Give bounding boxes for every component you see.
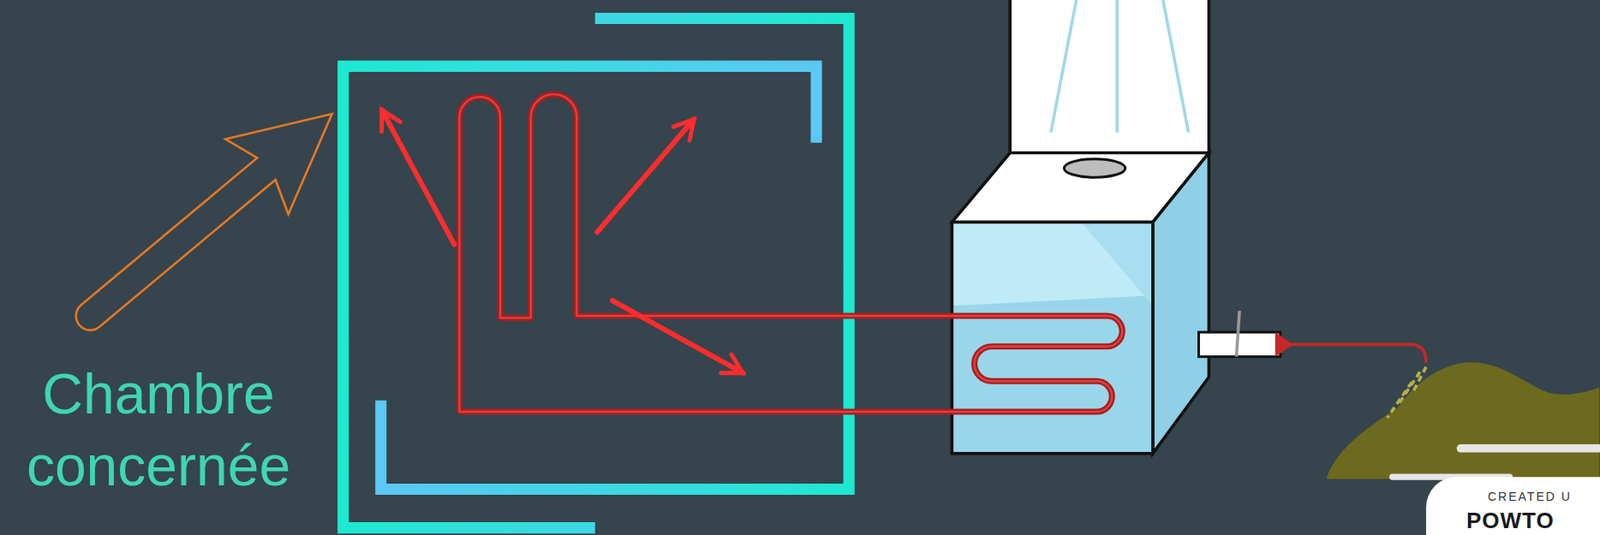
watermark-text: CREATED U bbox=[1487, 489, 1595, 504]
room-frame bbox=[381, 17, 849, 490]
motion-line bbox=[1460, 444, 1600, 454]
drip bbox=[1387, 367, 1427, 419]
tap-pipe bbox=[1198, 332, 1280, 358]
water-jet bbox=[1290, 344, 1427, 363]
chimney bbox=[1009, 0, 1209, 156]
heat-ray bbox=[597, 119, 694, 233]
tank-opening bbox=[1063, 159, 1125, 178]
heat-ray bbox=[612, 300, 743, 374]
tank-shade bbox=[1081, 222, 1153, 307]
room-label: Chambre concernée bbox=[4, 358, 313, 502]
tank-side bbox=[1152, 153, 1209, 454]
heat-ray bbox=[382, 110, 455, 245]
watermark-logo: POWTO bbox=[1466, 508, 1595, 533]
steam-line bbox=[1050, 0, 1077, 133]
heating-pipe bbox=[459, 94, 1123, 413]
heating-pipe bbox=[459, 94, 1123, 413]
tap-valve bbox=[1236, 310, 1241, 358]
hat bbox=[1325, 362, 1600, 479]
steam-line bbox=[1115, 0, 1119, 133]
steam-line bbox=[1163, 0, 1189, 133]
pointer-arrow bbox=[47, 76, 364, 363]
watermark-badge bbox=[1426, 477, 1600, 535]
